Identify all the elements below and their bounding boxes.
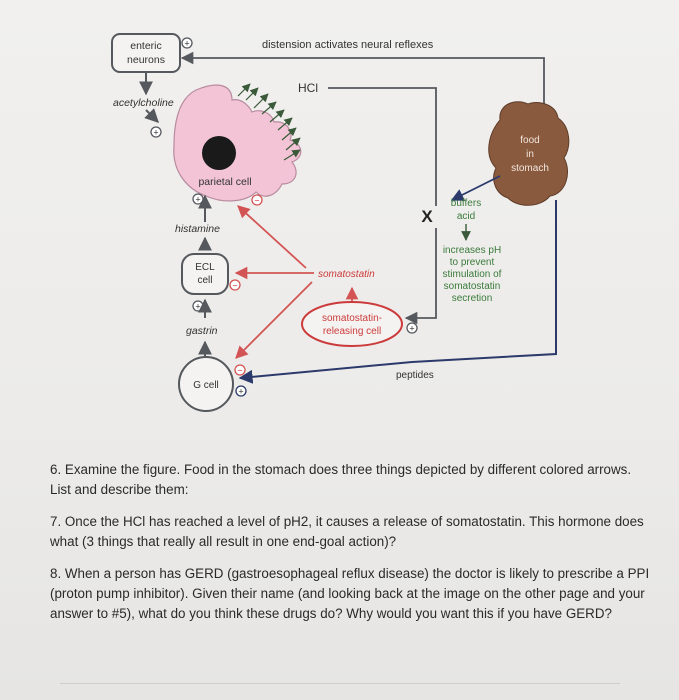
question-list: 6. Examine the figure. Food in the stoma… — [50, 460, 650, 636]
physiology-diagram: enteric neurons + distension activates n… — [111, 33, 570, 412]
svg-text:somatostatin: somatostatin — [444, 281, 501, 292]
somatostatin-to-gcell-arrow — [235, 281, 313, 359]
buffers-label-1: buffers — [451, 198, 481, 209]
svg-text:+: + — [184, 39, 189, 49]
svg-text:G cell: G cell — [193, 380, 219, 391]
food-label-3: stomach — [511, 163, 549, 174]
svg-text:secretion: secretion — [452, 293, 493, 304]
parietal-nucleus — [202, 136, 236, 170]
parietal-minus-sign: − — [251, 194, 263, 206]
svg-text:somatostatin-: somatostatin- — [322, 313, 382, 324]
food-label-2: in — [526, 149, 534, 160]
question-7: 7. Once the HCl has reached a level of p… — [50, 514, 644, 549]
svg-text:−: − — [254, 196, 259, 206]
histamine-label: histamine — [175, 223, 220, 235]
acetylcholine-label: acetylcholine — [113, 97, 174, 109]
parietal-cell: parietal cell — [173, 83, 302, 202]
svg-text:−: − — [237, 366, 242, 376]
svg-text:ECL: ECL — [195, 262, 215, 273]
somatostatin-to-parietal-arrow — [237, 205, 307, 269]
enteric-plus-sign: + — [181, 37, 193, 49]
svg-text:to prevent: to prevent — [450, 257, 495, 268]
svg-text:+: + — [195, 302, 200, 312]
peptides-label: peptides — [396, 370, 434, 381]
ecl-cell: ECL cell — [181, 253, 229, 295]
question-6: 6. Examine the figure. Food in the stoma… — [50, 462, 632, 497]
parietal-label: parietal cell — [198, 176, 251, 188]
svg-text:+: + — [238, 387, 243, 397]
food-label-1: food — [520, 135, 539, 146]
svg-text:increases pH: increases pH — [443, 245, 501, 256]
svg-text:cell: cell — [197, 275, 212, 286]
question-8: 8. When a person has GERD (gastroesophag… — [50, 566, 650, 621]
gcell-minus-sign: − — [234, 364, 246, 376]
somatostatin-label: somatostatin — [318, 269, 375, 280]
food-in-stomach: food in stomach — [488, 101, 570, 206]
svg-text:+: + — [195, 195, 200, 205]
ach-to-parietal-arrow — [144, 108, 159, 123]
neurons-label: neurons — [127, 54, 165, 66]
hcl-to-ssrc-arrow — [404, 228, 437, 325]
ach-plus-sign: + — [150, 126, 162, 138]
buffers-label-2: acid — [457, 211, 475, 222]
distension-label: distension activates neural reflexes — [262, 39, 434, 51]
ecl-gastrin-plus-sign: + — [192, 300, 204, 312]
svg-text:+: + — [153, 128, 158, 138]
histamine-plus-sign: + — [192, 193, 204, 205]
hcl-line — [328, 87, 437, 206]
gcell-plus-sign: + — [235, 385, 247, 397]
svg-text:releasing cell: releasing cell — [323, 326, 381, 337]
gastrin-label: gastrin — [186, 325, 218, 337]
enteric-label: enteric — [130, 40, 162, 52]
enteric-neurons-box: enteric neurons — [111, 33, 181, 73]
svg-text:−: − — [232, 281, 237, 291]
peptides-arrow — [238, 200, 557, 384]
svg-text:stimulation of: stimulation of — [443, 269, 502, 280]
hcl-label: HCl — [298, 81, 318, 95]
svg-text:+: + — [409, 324, 414, 334]
ssrc-plus-sign: + — [406, 322, 418, 334]
increases-ph-text: increases pH to prevent stimulation of s… — [443, 245, 502, 304]
food-buffers-arrow — [450, 175, 501, 201]
somatostatin-releasing-cell: somatostatin- releasing cell — [301, 301, 403, 347]
block-x-mark: X — [421, 207, 433, 226]
page-bottom-divider — [60, 683, 620, 684]
g-cell: G cell — [178, 356, 234, 412]
ecl-minus-sign: − — [229, 279, 241, 291]
